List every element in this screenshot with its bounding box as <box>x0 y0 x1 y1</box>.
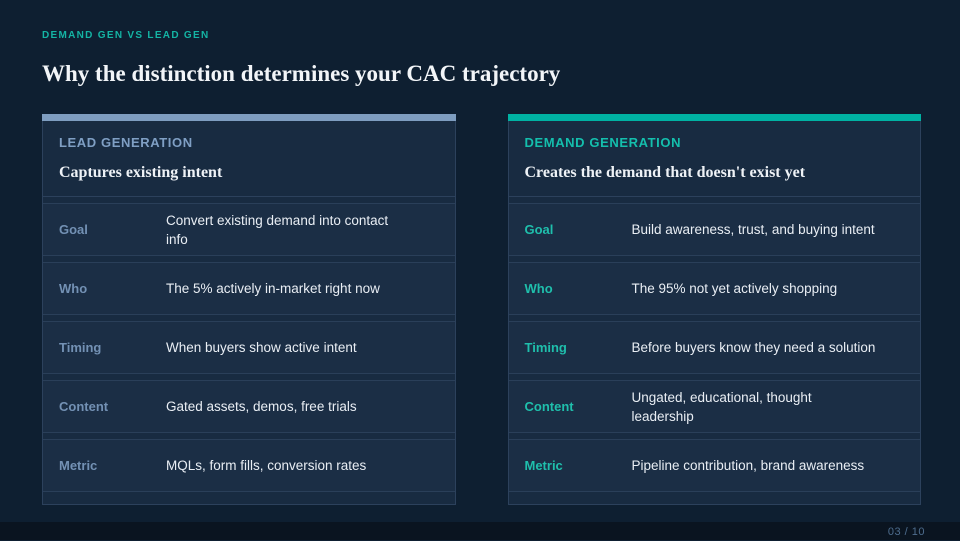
table-row: Metric MQLs, form fills, conversion rate… <box>43 439 455 492</box>
table-row: Content Ungated, educational, thought le… <box>508 380 920 433</box>
table-row: Goal Convert existing demand into contac… <box>43 203 455 256</box>
card-head: LEAD GENERATION Captures existing intent <box>43 121 455 197</box>
row-label: Timing <box>524 340 567 355</box>
card-subtitle: Captures existing intent <box>59 164 223 181</box>
slide: DEMAND GEN VS LEAD GEN Why the distincti… <box>42 30 921 505</box>
card-accent-bar <box>42 114 456 121</box>
row-label: Who <box>524 281 553 296</box>
card-head: DEMAND GENERATION Creates the demand tha… <box>508 121 920 197</box>
row-value: The 95% not yet actively shopping <box>631 281 838 296</box>
comparison-cards: LEAD GENERATION Captures existing intent… <box>42 114 921 505</box>
table-row: Timing Before buyers know they need a so… <box>508 321 920 374</box>
row-label: Metric <box>59 458 98 473</box>
card-accent-bar <box>507 114 921 121</box>
row-value: The 5% actively in-market right now <box>166 281 380 296</box>
card-rows: Goal Convert existing demand into contac… <box>43 197 455 504</box>
table-row: Content Gated assets, demos, free trials <box>43 380 455 433</box>
card-subtitle: Creates the demand that doesn't exist ye… <box>524 164 806 181</box>
row-label: Goal <box>59 222 88 237</box>
row-value: Before buyers know they need a solution <box>631 340 876 355</box>
row-value: Build awareness, trust, and buying inten… <box>631 222 875 237</box>
row-value: When buyers show active intent <box>166 340 357 355</box>
row-value: Pipeline contribution, brand awareness <box>631 458 865 473</box>
table-row: Goal Build awareness, trust, and buying … <box>508 203 920 256</box>
footer-bar: 03 / 10 <box>0 522 960 540</box>
table-row: Who The 5% actively in-market right now <box>43 262 455 315</box>
card-header: LEAD GENERATION <box>59 135 193 150</box>
page-indicator: 03 / 10 <box>887 526 925 538</box>
row-value: Convert existing demand into contact inf… <box>166 212 389 247</box>
row-label: Content <box>59 399 109 414</box>
table-row: Timing When buyers show active intent <box>43 321 455 374</box>
row-value: Ungated, educational, thought leadership <box>631 389 812 424</box>
row-label: Who <box>59 281 88 296</box>
row-value: Gated assets, demos, free trials <box>166 399 357 414</box>
card-body: DEMAND GENERATION Creates the demand tha… <box>507 121 921 505</box>
eyebrow-label: DEMAND GEN VS LEAD GEN <box>42 30 210 41</box>
row-label: Goal <box>524 222 554 237</box>
card-rows: Goal Build awareness, trust, and buying … <box>508 197 920 504</box>
card-body: LEAD GENERATION Captures existing intent… <box>42 121 456 505</box>
row-label: Timing <box>59 340 102 355</box>
demand-generation-card: DEMAND GENERATION Creates the demand tha… <box>507 114 921 505</box>
row-label: Content <box>524 399 574 414</box>
card-header: DEMAND GENERATION <box>524 135 682 150</box>
row-value: MQLs, form fills, conversion rates <box>166 458 367 473</box>
lead-generation-card: LEAD GENERATION Captures existing intent… <box>42 114 456 505</box>
row-label: Metric <box>524 458 563 473</box>
table-row: Who The 95% not yet actively shopping <box>508 262 920 315</box>
page-title: Why the distinction determines your CAC … <box>42 61 561 86</box>
table-row: Metric Pipeline contribution, brand awar… <box>508 439 920 492</box>
